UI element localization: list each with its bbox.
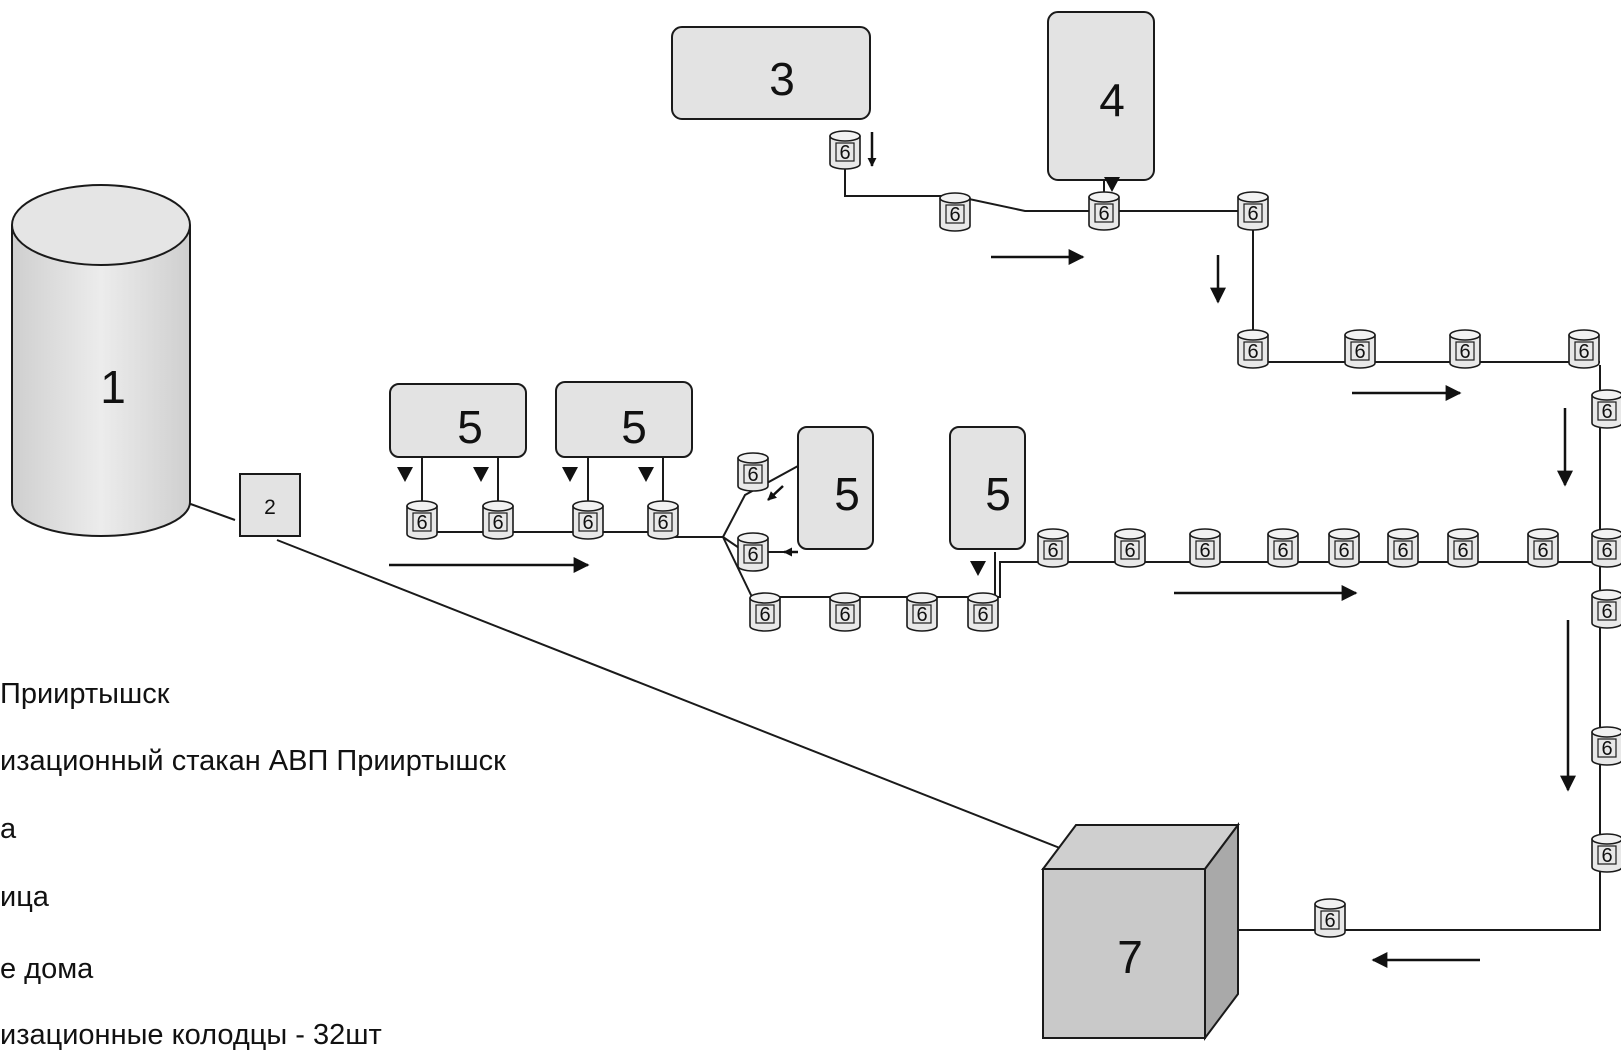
well-number: 6 [1578, 341, 1589, 363]
well-number: 6 [1047, 540, 1058, 562]
manhole-well: 6 [1591, 589, 1621, 629]
flow-arrows [389, 132, 1576, 968]
well-number: 6 [1098, 203, 1109, 225]
well-number: 6 [1124, 540, 1135, 562]
well-number: 6 [916, 604, 927, 626]
well-number: 6 [1397, 540, 1408, 562]
tank-cup-number: 2 [264, 496, 276, 519]
manhole-well: 6 [829, 592, 861, 632]
manhole-well: 6 [737, 452, 769, 492]
manhole-well: 6 [1447, 528, 1479, 568]
well-number: 6 [759, 604, 770, 626]
well-number: 6 [1338, 540, 1349, 562]
house-1: 5 [389, 383, 527, 458]
manhole-well: 6 [737, 532, 769, 572]
manhole-well: 6 [1387, 528, 1419, 568]
well-number: 6 [1537, 540, 1548, 562]
building-4: 4 [1047, 11, 1155, 181]
manhole-well: 6 [1568, 329, 1600, 369]
manhole-well: 6 [1328, 528, 1360, 568]
well-number: 6 [1601, 401, 1612, 423]
well-number: 6 [839, 142, 850, 164]
well-number: 6 [1601, 601, 1612, 623]
building-4-number: 4 [1099, 74, 1125, 126]
manhole-well: 6 [1344, 329, 1376, 369]
wells: 6 6 6 6 6 6 6 6 6 6 6 6 6 6 6 6 6 6 6 6 6 6 6 6 6 6 6 6 6 6 6 6 [406, 130, 1621, 938]
manhole-well: 6 [1591, 833, 1621, 873]
manhole-well: 6 [906, 592, 938, 632]
well-number: 6 [839, 604, 850, 626]
manhole-well: 6 [939, 192, 971, 232]
well-number: 6 [949, 204, 960, 226]
well-number: 6 [1277, 540, 1288, 562]
well-number: 6 [1601, 845, 1612, 867]
manhole-well: 6 [749, 592, 781, 632]
manhole-well: 6 [1088, 191, 1120, 231]
house-2: 5 [555, 381, 693, 458]
manhole-well: 6 [1449, 329, 1481, 369]
house-4: 5 [949, 426, 1026, 550]
manhole-well: 6 [829, 130, 861, 170]
well-number: 6 [1199, 540, 1210, 562]
manhole-well: 6 [482, 500, 514, 540]
tank-cup: 2 [239, 473, 301, 537]
inflow-markers [397, 177, 1120, 576]
well-number: 6 [416, 512, 427, 534]
manhole-well: 6 [1527, 528, 1559, 568]
house-2-number: 5 [621, 401, 647, 453]
well-number: 6 [1247, 341, 1258, 363]
well-number: 6 [1354, 341, 1365, 363]
manhole-well: 6 [1237, 191, 1269, 231]
well-number: 6 [1601, 540, 1612, 562]
manhole-well: 6 [1114, 528, 1146, 568]
manhole-well: 6 [1237, 329, 1269, 369]
manhole-well: 6 [1037, 528, 1069, 568]
inflow-marker [562, 467, 578, 482]
inflow-marker [638, 467, 654, 482]
house-3: 5 [797, 426, 874, 550]
house-1-number: 5 [457, 401, 483, 453]
tank: 1 [11, 184, 191, 537]
well-number: 6 [657, 512, 668, 534]
well-number: 6 [1324, 910, 1335, 932]
manhole-well: 6 [1591, 389, 1621, 429]
manhole-well: 6 [1591, 726, 1621, 766]
well-number: 6 [1247, 203, 1258, 225]
house-3-number: 5 [834, 468, 860, 520]
well-number: 6 [1457, 540, 1468, 562]
well-number: 6 [747, 464, 758, 486]
well-number: 6 [492, 512, 503, 534]
treatment-number: 7 [1117, 931, 1143, 983]
manhole-well: 6 [572, 500, 604, 540]
manhole-well: 6 [1314, 898, 1346, 938]
inflow-marker [970, 561, 986, 576]
well-number: 6 [1459, 341, 1470, 363]
flow-arrow-diagonal [767, 485, 784, 501]
manhole-well: 6 [647, 500, 679, 540]
pipes [184, 150, 1601, 931]
tank-number: 1 [100, 361, 126, 413]
treatment-facility: 7 [1041, 822, 1240, 1041]
manhole-well: 6 [406, 500, 438, 540]
inflow-marker [473, 467, 489, 482]
inflow-marker [1104, 177, 1120, 192]
manhole-well: 6 [1591, 528, 1621, 568]
well-number: 6 [747, 544, 758, 566]
building-3-number: 3 [769, 53, 795, 105]
manhole-well: 6 [967, 592, 999, 632]
well-number: 6 [1601, 738, 1612, 760]
inflow-marker [397, 467, 413, 482]
well-number: 6 [977, 604, 988, 626]
manhole-well: 6 [1267, 528, 1299, 568]
building-3: 3 [671, 26, 871, 120]
manhole-well: 6 [1189, 528, 1221, 568]
house-4-number: 5 [985, 468, 1011, 520]
well-number: 6 [582, 512, 593, 534]
